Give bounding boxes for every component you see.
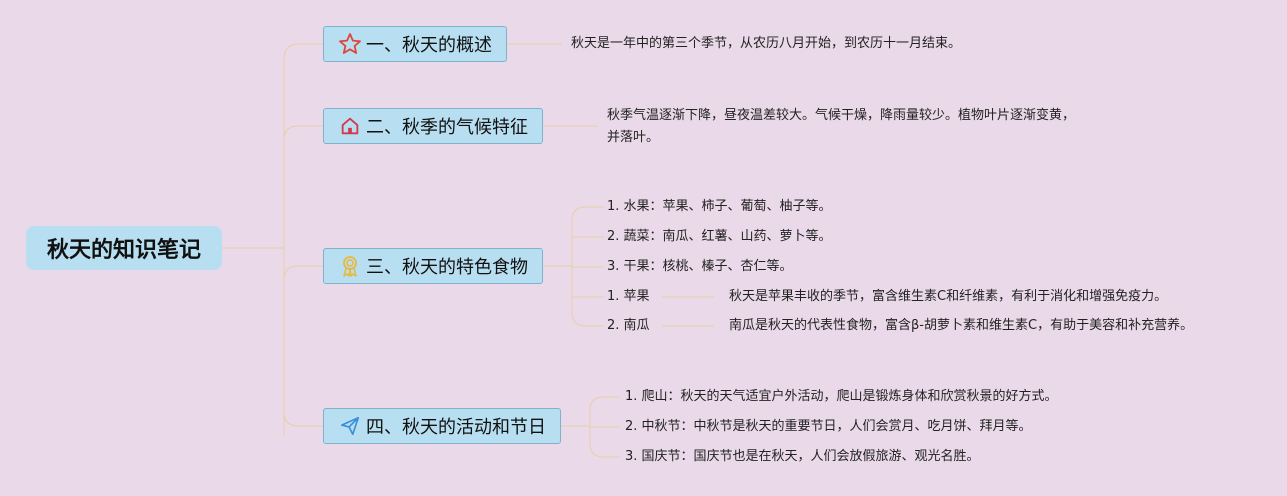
food-item: 3. 干果：核桃、榛子、杏仁等。 bbox=[607, 259, 793, 274]
root-node[interactable]: 秋天的知识笔记 bbox=[26, 226, 222, 270]
topic-activities[interactable]: 四、秋天的活动和节日 bbox=[323, 408, 561, 444]
connector-topic-3-items bbox=[542, 206, 604, 327]
connector-spine bbox=[283, 43, 323, 436]
topic-climate[interactable]: 二、秋季的气候特征 bbox=[323, 108, 543, 144]
topic-food-label: 三、秋天的特色食物 bbox=[366, 257, 528, 278]
topic-overview[interactable]: 一、秋天的概述 bbox=[323, 26, 507, 62]
apple-note: 秋天是苹果丰收的季节，富含维生素C和纤维素，有利于消化和增强免疫力。 bbox=[729, 289, 1168, 304]
topic-activities-label: 四、秋天的活动和节日 bbox=[366, 417, 546, 438]
activity-item: 2. 中秋节：中秋节是秋天的重要节日，人们会赏月、吃月饼、拜月等。 bbox=[625, 419, 1032, 434]
paper-plane-icon bbox=[338, 414, 362, 438]
food-item-apple: 1. 苹果 bbox=[607, 289, 650, 304]
activity-item: 1. 爬山：秋天的天气适宜户外活动，爬山是锻炼身体和欣赏秋景的好方式。 bbox=[625, 389, 1058, 404]
topic-overview-note: 秋天是一年中的第三个季节，从农历八月开始，到农历十一月结束。 bbox=[571, 36, 962, 51]
star-icon bbox=[338, 32, 362, 56]
topic-overview-label: 一、秋天的概述 bbox=[366, 35, 492, 56]
topic-climate-note: 秋季气温逐渐下降，昼夜温差较大。气候干燥，降雨量较少。植物叶片逐渐变黄，并落叶。 bbox=[607, 108, 1076, 145]
food-item: 1. 水果：苹果、柿子、葡萄、柚子等。 bbox=[607, 199, 832, 214]
connector-topic-4-items bbox=[560, 396, 620, 458]
food-item: 2. 蔬菜：南瓜、红薯、山药、萝卜等。 bbox=[607, 229, 832, 244]
topic-climate-label: 二、秋季的气候特征 bbox=[366, 117, 528, 138]
topic-food[interactable]: 三、秋天的特色食物 bbox=[323, 248, 543, 284]
award-icon bbox=[338, 254, 362, 278]
house-icon bbox=[338, 114, 362, 138]
pumpkin-note: 南瓜是秋天的代表性食物，富含β-胡萝卜素和维生素C，有助于美容和补充营养。 bbox=[729, 318, 1194, 333]
food-item-pumpkin: 2. 南瓜 bbox=[607, 318, 650, 333]
activity-item: 3. 国庆节：国庆节也是在秋天，人们会放假旅游、观光名胜。 bbox=[625, 449, 980, 464]
